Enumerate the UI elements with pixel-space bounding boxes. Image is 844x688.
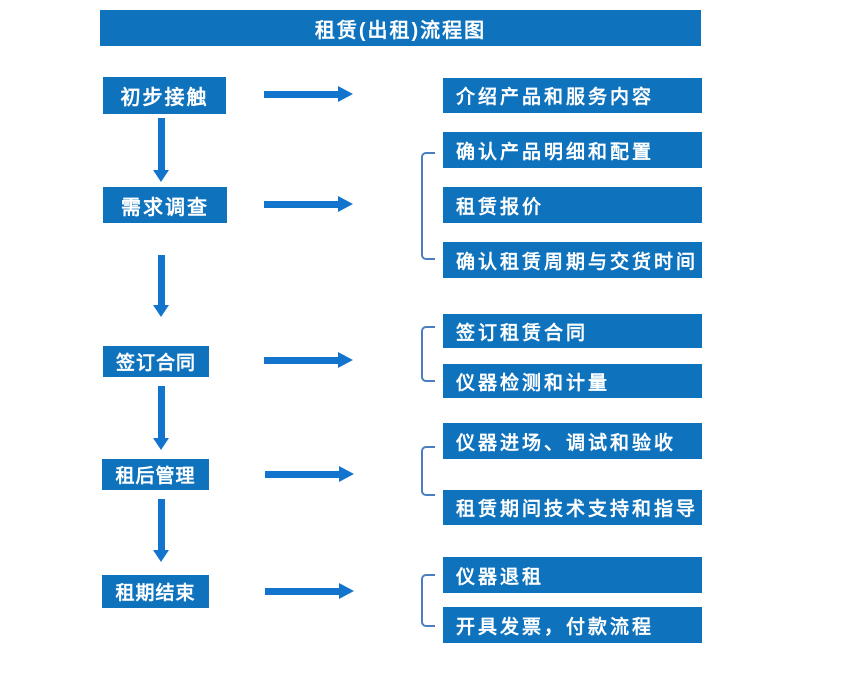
step-box-rental-end: 租期结束 [102,575,209,608]
down-arrow-icon [153,255,170,317]
right-arrow-icon [264,196,353,213]
arrow-shaft [264,357,338,364]
page-title: 租赁(出租)流程图 [314,19,487,42]
right-arrow-icon [264,352,353,369]
group-bracket [421,446,435,496]
arrow-shaft [158,118,165,170]
arrow-shaft [158,386,165,438]
group-bracket [421,152,435,260]
down-arrow-icon [153,386,170,450]
right-arrow-icon [264,86,353,103]
arrow-shaft [158,499,165,550]
arrow-head [153,438,169,450]
arrow-head [153,305,169,317]
arrow-shaft [158,255,165,305]
detail-box: 开具发票，付款流程 [443,607,702,643]
arrow-head [339,466,354,482]
arrow-shaft [264,91,338,98]
detail-box: 介绍产品和服务内容 [443,78,702,113]
detail-box: 确认产品明细和配置 [443,132,702,168]
arrow-head [338,86,353,102]
arrow-head [338,352,353,368]
down-arrow-icon [153,499,170,562]
step-box-initial-contact: 初步接触 [103,77,226,114]
flowchart-title-bar: 租赁(出租)流程图 [100,10,701,46]
detail-box: 确认租赁周期与交货时间 [443,242,702,278]
detail-box: 仪器检测和计量 [443,364,702,398]
detail-box: 租赁报价 [443,187,702,223]
group-bracket [421,574,435,627]
step-box-sign-contract: 签订合同 [103,346,209,377]
arrow-head [339,583,354,599]
group-bracket [421,326,435,382]
arrow-shaft [265,588,339,595]
arrow-head [153,550,169,562]
step-box-post-rental-management: 租后管理 [102,459,209,490]
detail-box: 租赁期间技术支持和指导 [443,490,702,525]
down-arrow-icon [153,118,170,182]
arrow-shaft [264,201,338,208]
right-arrow-icon [265,466,354,483]
arrow-head [338,196,353,212]
detail-box: 签订租赁合同 [443,314,702,348]
detail-box: 仪器进场、调试和验收 [443,423,702,459]
right-arrow-icon [265,583,354,600]
arrow-shaft [265,471,339,478]
arrow-head [153,170,169,182]
step-box-demand-survey: 需求调查 [103,187,227,223]
detail-box: 仪器退租 [443,557,702,593]
